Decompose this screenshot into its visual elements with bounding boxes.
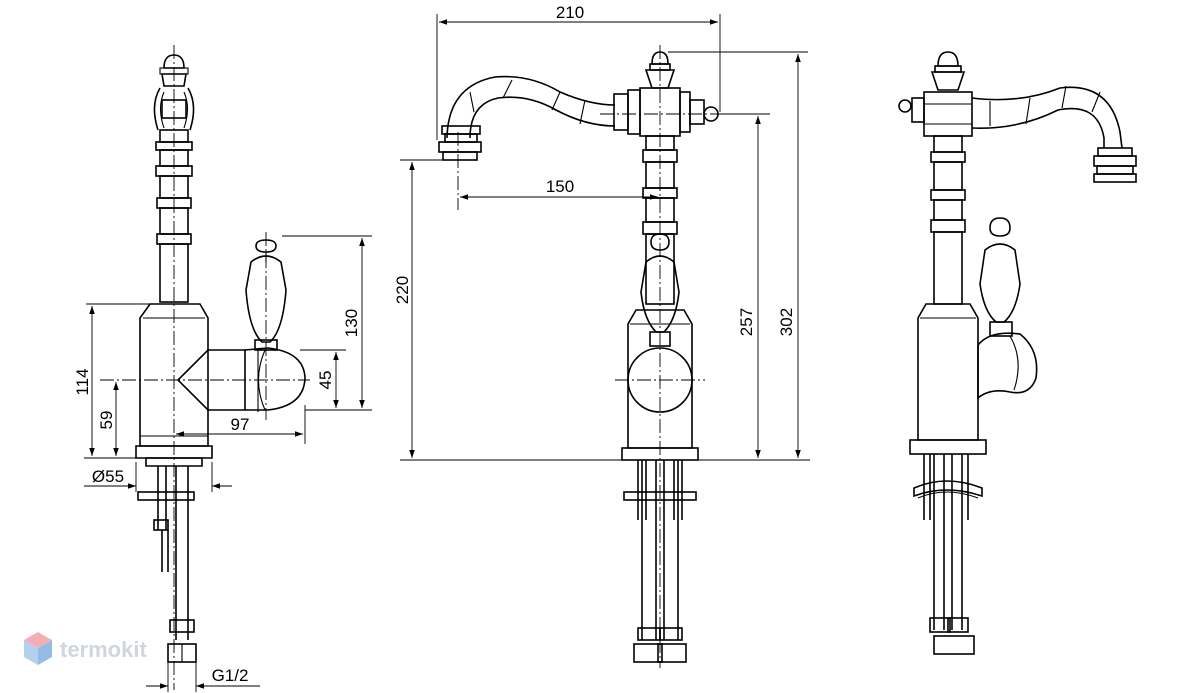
termokit-logo-icon bbox=[24, 632, 52, 665]
dim-59-label: 59 bbox=[97, 411, 116, 430]
dim-257-label: 257 bbox=[737, 308, 756, 336]
dim-55-label: Ø55 bbox=[92, 467, 124, 486]
dim-g12-label: G1/2 bbox=[212, 666, 249, 685]
dim-220-label: 220 bbox=[393, 276, 412, 304]
side-view bbox=[84, 45, 372, 692]
dim-302-label: 302 bbox=[777, 308, 796, 336]
dim-114-label: 114 bbox=[73, 368, 92, 395]
perspective-view bbox=[898, 51, 1137, 655]
dim-45-label: 45 bbox=[316, 371, 335, 390]
front-view bbox=[400, 14, 810, 668]
watermark: termokit bbox=[24, 632, 147, 665]
dim-210-label: 210 bbox=[556, 3, 584, 22]
dim-150-label: 150 bbox=[546, 177, 574, 196]
watermark-text: termokit bbox=[60, 637, 147, 662]
dim-130-label: 130 bbox=[342, 309, 361, 337]
dim-97-label: 97 bbox=[231, 415, 250, 434]
